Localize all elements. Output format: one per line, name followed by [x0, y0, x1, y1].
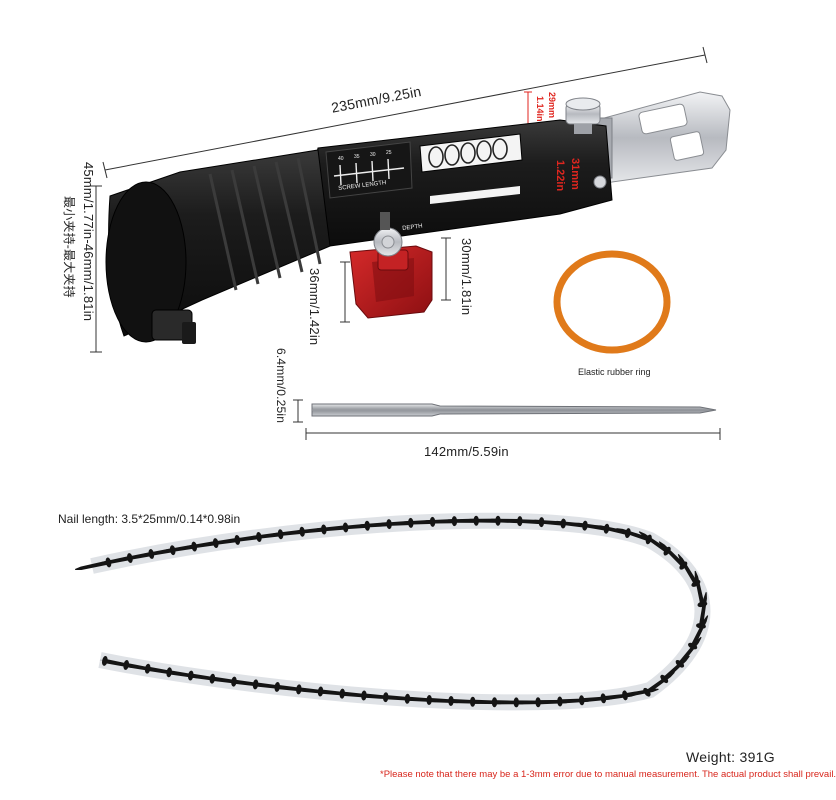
measurement-note: *Please note that there may be a 1-3mm e… — [380, 769, 836, 780]
top-red-b-in-label: 1.22in — [554, 160, 566, 192]
screw-window — [419, 133, 523, 173]
bit-diameter-label: 6.4mm/0.25in — [274, 348, 288, 424]
red-nose-piece — [349, 245, 433, 319]
grip-collar — [105, 149, 331, 344]
depth-adjust-knob — [373, 212, 403, 257]
red-height-left-label: 36mm/1.42in — [307, 268, 322, 346]
bit-length-label: 142mm/5.59in — [424, 444, 509, 459]
depth-slot — [430, 186, 520, 204]
elastic-rubber-ring — [553, 250, 671, 354]
screw-length-scale — [325, 141, 413, 199]
product-illustration — [75, 46, 731, 711]
screw — [594, 525, 631, 539]
top-red-b-label: 31mm — [569, 158, 581, 190]
red-height-right-label: 30mm/1.81in — [459, 238, 474, 316]
clamp-range-value: 45mm/1.77in-46mm/1.81in — [81, 162, 96, 322]
scale-tick-30: 30 — [370, 152, 376, 158]
clamp-range-cn-label: 最小夹持-最大夹持 — [62, 196, 76, 298]
top-adjust-knob — [565, 97, 601, 134]
side-screw — [593, 175, 607, 189]
elastic-ring-label: Elastic rubber ring — [578, 367, 651, 377]
screwdriver-bit — [311, 403, 717, 417]
screw — [101, 656, 139, 668]
top-red-a-in-label: 1.14in — [535, 96, 545, 122]
scale-tick-40: 40 — [338, 156, 344, 162]
weight-label: Weight: 391G — [686, 749, 775, 765]
clamp-range-label: 45mm/1.77in-46mm/1.81in — [81, 162, 96, 321]
scale-tick-25: 25 — [386, 150, 392, 156]
nail-length-label: Nail length: 3.5*25mm/0.14*0.98in — [58, 512, 241, 526]
scale-tick-35: 35 — [354, 154, 360, 160]
dimension-lines — [90, 46, 721, 440]
spring — [428, 138, 508, 168]
screw-strip — [75, 512, 711, 711]
auto-screw-feeder-tool — [105, 91, 731, 344]
top-red-a-label: 29mm — [547, 92, 557, 119]
